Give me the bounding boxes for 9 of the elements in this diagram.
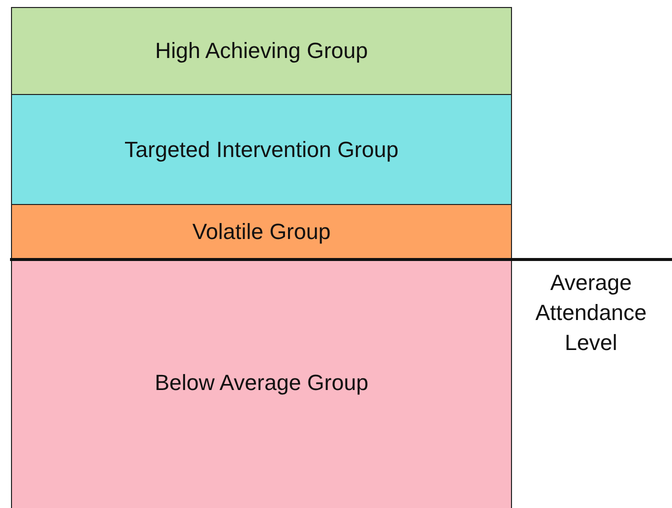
group-name: Volatile Group [192,219,331,245]
group-name: Below Average Group [154,370,368,396]
group-band [11,259,512,508]
group-band [11,204,512,260]
group-name: Targeted Intervention Group [124,136,398,162]
threshold-label: Average Attendance Level [534,269,648,357]
group-band [11,94,512,205]
group-band [11,7,512,95]
group-name: High Achieving Group [155,38,368,64]
